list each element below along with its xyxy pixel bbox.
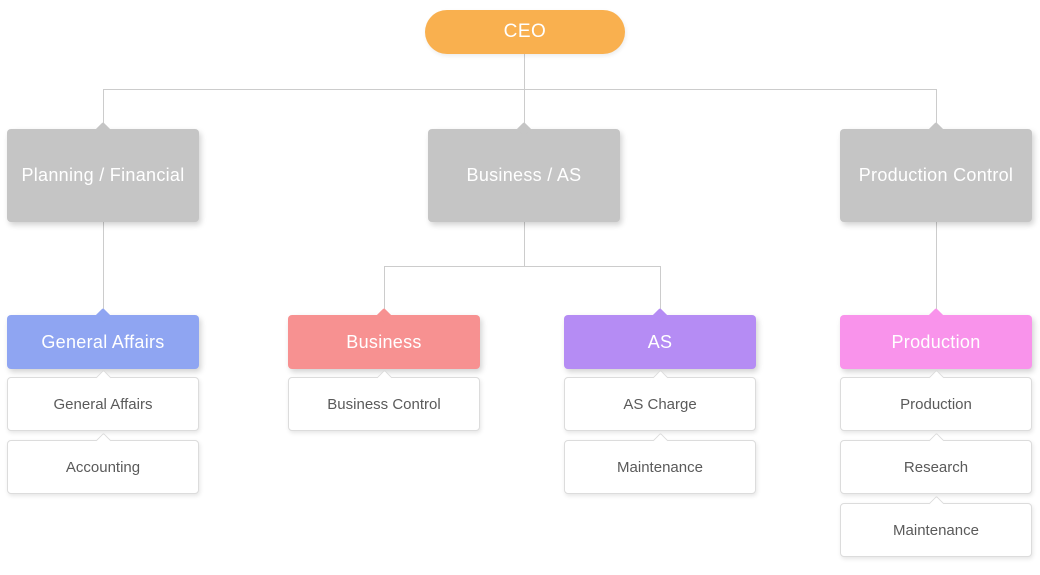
team-label: General Affairs (41, 331, 165, 352)
ceo-label: CEO (503, 21, 547, 42)
team-node-business: Business (288, 307, 480, 369)
connector-notch (928, 121, 944, 137)
connector-notch (928, 369, 945, 386)
team-label: Business (346, 331, 422, 352)
connector-notch (928, 432, 945, 449)
connector-businessas-down (524, 222, 525, 266)
member-node-accounting: Accounting (7, 432, 199, 494)
member-node-production-maintenance: Maintenance (840, 495, 1032, 557)
connector-notch (95, 432, 112, 449)
connector-notch (652, 307, 668, 323)
dept-node-planning-financial: Planning / Financial (7, 121, 199, 222)
connector-drop-planning (103, 89, 104, 123)
member-node-production: Production (840, 369, 1032, 431)
connector-notch (928, 307, 944, 323)
connector-notch (376, 369, 393, 386)
member-node-as-charge: AS Charge (564, 369, 756, 431)
connector-level1-rail (103, 89, 936, 90)
connector-notch (928, 495, 945, 512)
member-label: Maintenance (893, 521, 979, 539)
member-node-general-affairs: General Affairs (7, 369, 199, 431)
dept-label: Planning / Financial (21, 165, 185, 185)
connector-drop-production-control (936, 89, 937, 123)
team-node-as: AS (564, 307, 756, 369)
dept-label: Production Control (858, 165, 1014, 185)
ceo-node: CEO (425, 10, 625, 54)
team-node-general-affairs: General Affairs (7, 307, 199, 369)
team-label: AS (647, 331, 673, 352)
connector-notch (376, 307, 392, 323)
connector-notch (95, 307, 111, 323)
member-node-research: Research (840, 432, 1032, 494)
connector-notch (652, 369, 669, 386)
connector-drop-as (660, 266, 661, 309)
connector-notch (652, 432, 669, 449)
member-label: AS Charge (623, 395, 697, 413)
connector-drop-business-as (524, 89, 525, 123)
member-label: Production (900, 395, 972, 413)
connector-notch (95, 121, 111, 137)
dept-node-business-as: Business / AS (428, 121, 620, 222)
member-label: Business Control (327, 395, 441, 413)
member-label: Maintenance (617, 458, 703, 476)
connector-planning-to-general-affairs (103, 222, 104, 309)
member-label: General Affairs (53, 395, 153, 413)
dept-label: Business / AS (466, 165, 582, 185)
member-node-business-control: Business Control (288, 369, 480, 431)
connector-drop-business (384, 266, 385, 309)
dept-node-production-control: Production Control (840, 121, 1032, 222)
connector-notch (516, 121, 532, 137)
connector-ceo-down (524, 54, 525, 89)
connector-level2-rail (384, 266, 660, 267)
member-node-as-maintenance: Maintenance (564, 432, 756, 494)
member-label: Accounting (65, 458, 141, 476)
team-label: Production (891, 331, 981, 352)
member-label: Research (903, 458, 969, 476)
team-node-production: Production (840, 307, 1032, 369)
connector-notch (95, 369, 112, 386)
connector-productioncontrol-to-production (936, 222, 937, 309)
